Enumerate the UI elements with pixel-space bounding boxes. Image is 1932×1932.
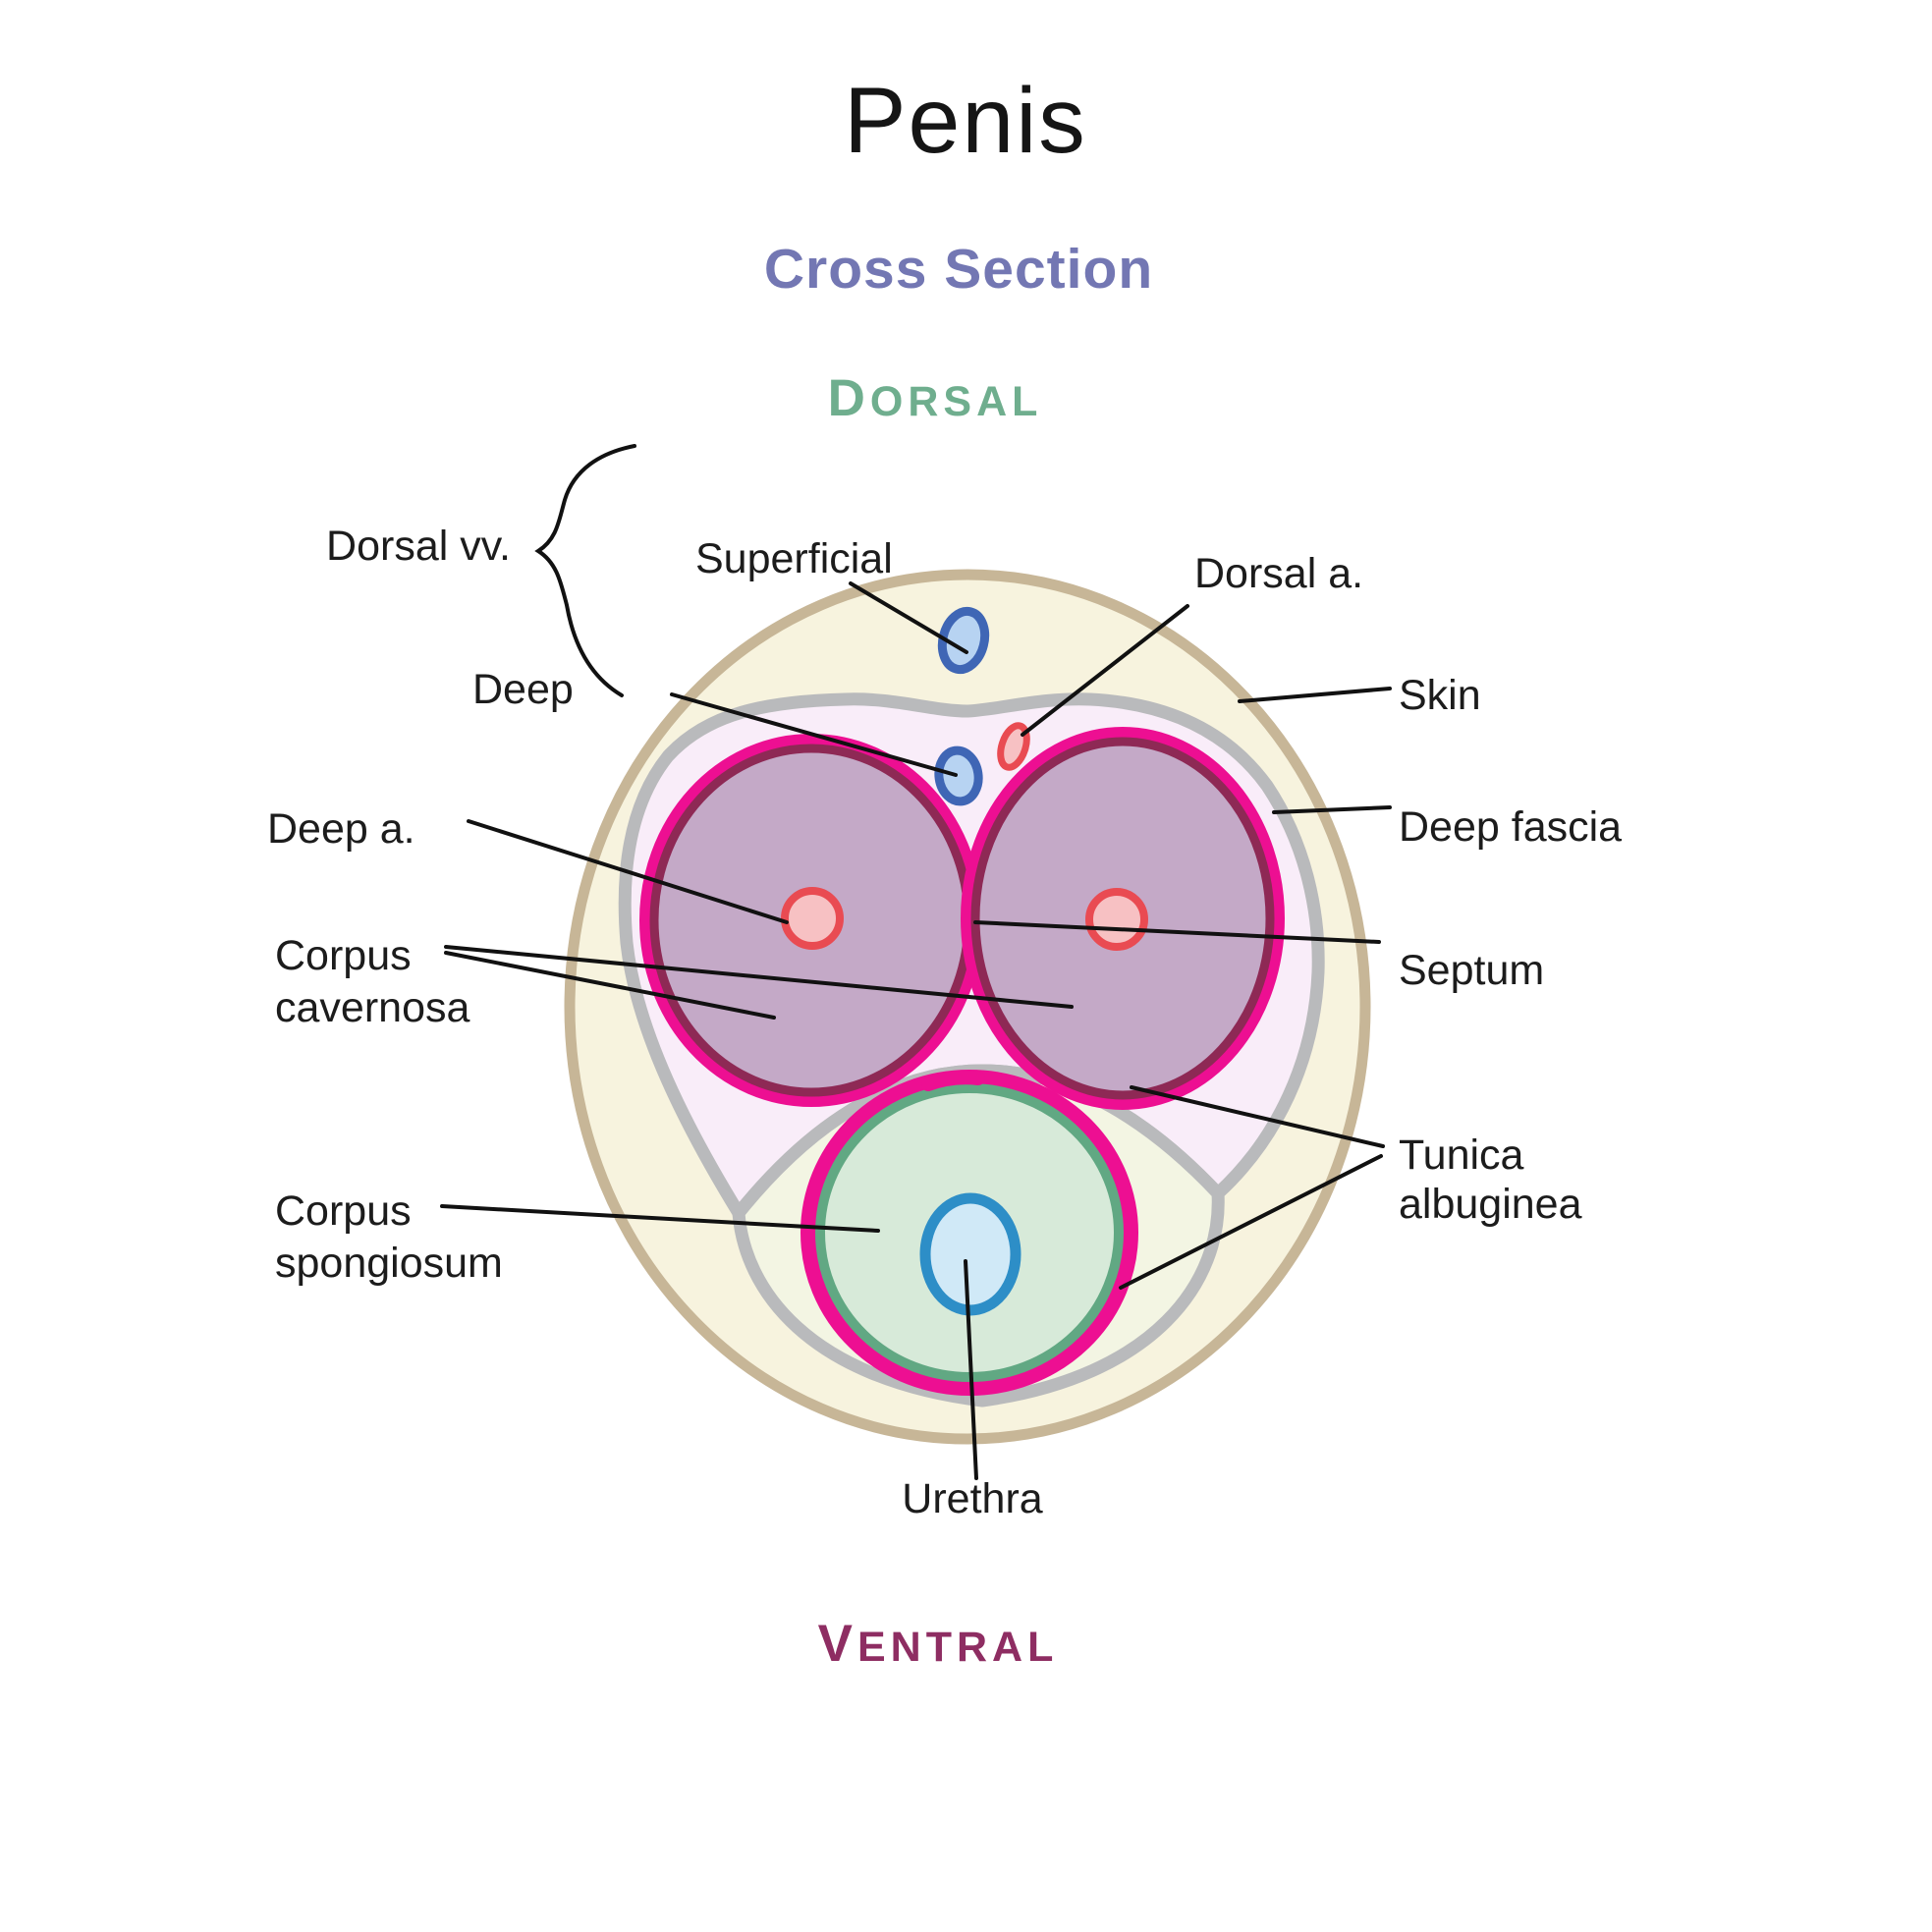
orientation-dorsal: DORSAL — [828, 369, 1043, 427]
leader-cavernosa-left — [444, 951, 776, 1020]
leader-tunica-lower — [1119, 1154, 1383, 1290]
orientation-ventral-rest: ENTRAL — [857, 1624, 1058, 1671]
dorsal-artery — [997, 722, 1030, 771]
tunica-albuginea-ring-right — [961, 727, 1285, 1110]
urethra — [919, 1192, 1021, 1316]
leader-dorsal-artery — [1021, 604, 1189, 737]
leader-deep-fascia — [1272, 805, 1392, 814]
label-deep-vein: Deep — [472, 666, 574, 713]
label-skin: Skin — [1399, 672, 1481, 719]
dorsal-veins-brace — [534, 444, 636, 697]
orientation-dorsal-rest: ORSAL — [870, 378, 1043, 425]
label-tunica-albuginea-line1: Tunica — [1399, 1132, 1524, 1179]
label-corpus-spongiosum-line2: spongiosum — [275, 1240, 503, 1287]
label-corpus-spongiosum-line1: Corpus — [275, 1187, 412, 1235]
label-tunica-albuginea-line2: albuginea — [1399, 1181, 1582, 1228]
leader-deep — [670, 692, 958, 777]
deep-artery-right — [1085, 888, 1148, 951]
part-labels: Dorsal vv. Superficial Deep Dorsal a. Sk… — [267, 523, 1622, 1522]
orientation-ventral-initial: V — [818, 1615, 857, 1673]
page-subtitle: Cross Section — [764, 238, 1153, 301]
leader-spongiosum — [440, 1204, 880, 1233]
label-dorsal-artery: Dorsal a. — [1194, 550, 1363, 597]
label-superficial-vein: Superficial — [695, 535, 893, 582]
leader-deep-a — [467, 819, 789, 924]
orientation-dorsal-initial: D — [828, 369, 870, 427]
page-title: Penis — [844, 69, 1087, 173]
leader-superficial — [849, 581, 968, 654]
label-dorsal-veins: Dorsal vv. — [326, 523, 511, 570]
tunica-ring-sketch-mark — [921, 1071, 985, 1091]
label-deep-artery: Deep a. — [267, 805, 415, 853]
label-corpus-cavernosa-line2: cavernosa — [275, 984, 469, 1031]
deep-dorsal-vein — [934, 745, 983, 806]
label-deep-fascia: Deep fascia — [1399, 803, 1622, 851]
label-urethra: Urethra — [902, 1475, 1042, 1522]
deep-artery-left — [781, 887, 844, 950]
leader-cavernosa-right — [444, 945, 1074, 1009]
orientation-ventral: VENTRAL — [818, 1615, 1059, 1673]
leader-septum — [973, 920, 1381, 944]
leader-tunica-upper — [1130, 1085, 1385, 1148]
label-septum: Septum — [1399, 947, 1544, 994]
leader-urethra — [964, 1259, 978, 1480]
leader-skin — [1238, 687, 1392, 703]
label-corpus-cavernosa-line1: Corpus — [275, 932, 412, 979]
leader-lines — [440, 581, 1392, 1480]
superficial-dorsal-vein — [937, 606, 990, 675]
